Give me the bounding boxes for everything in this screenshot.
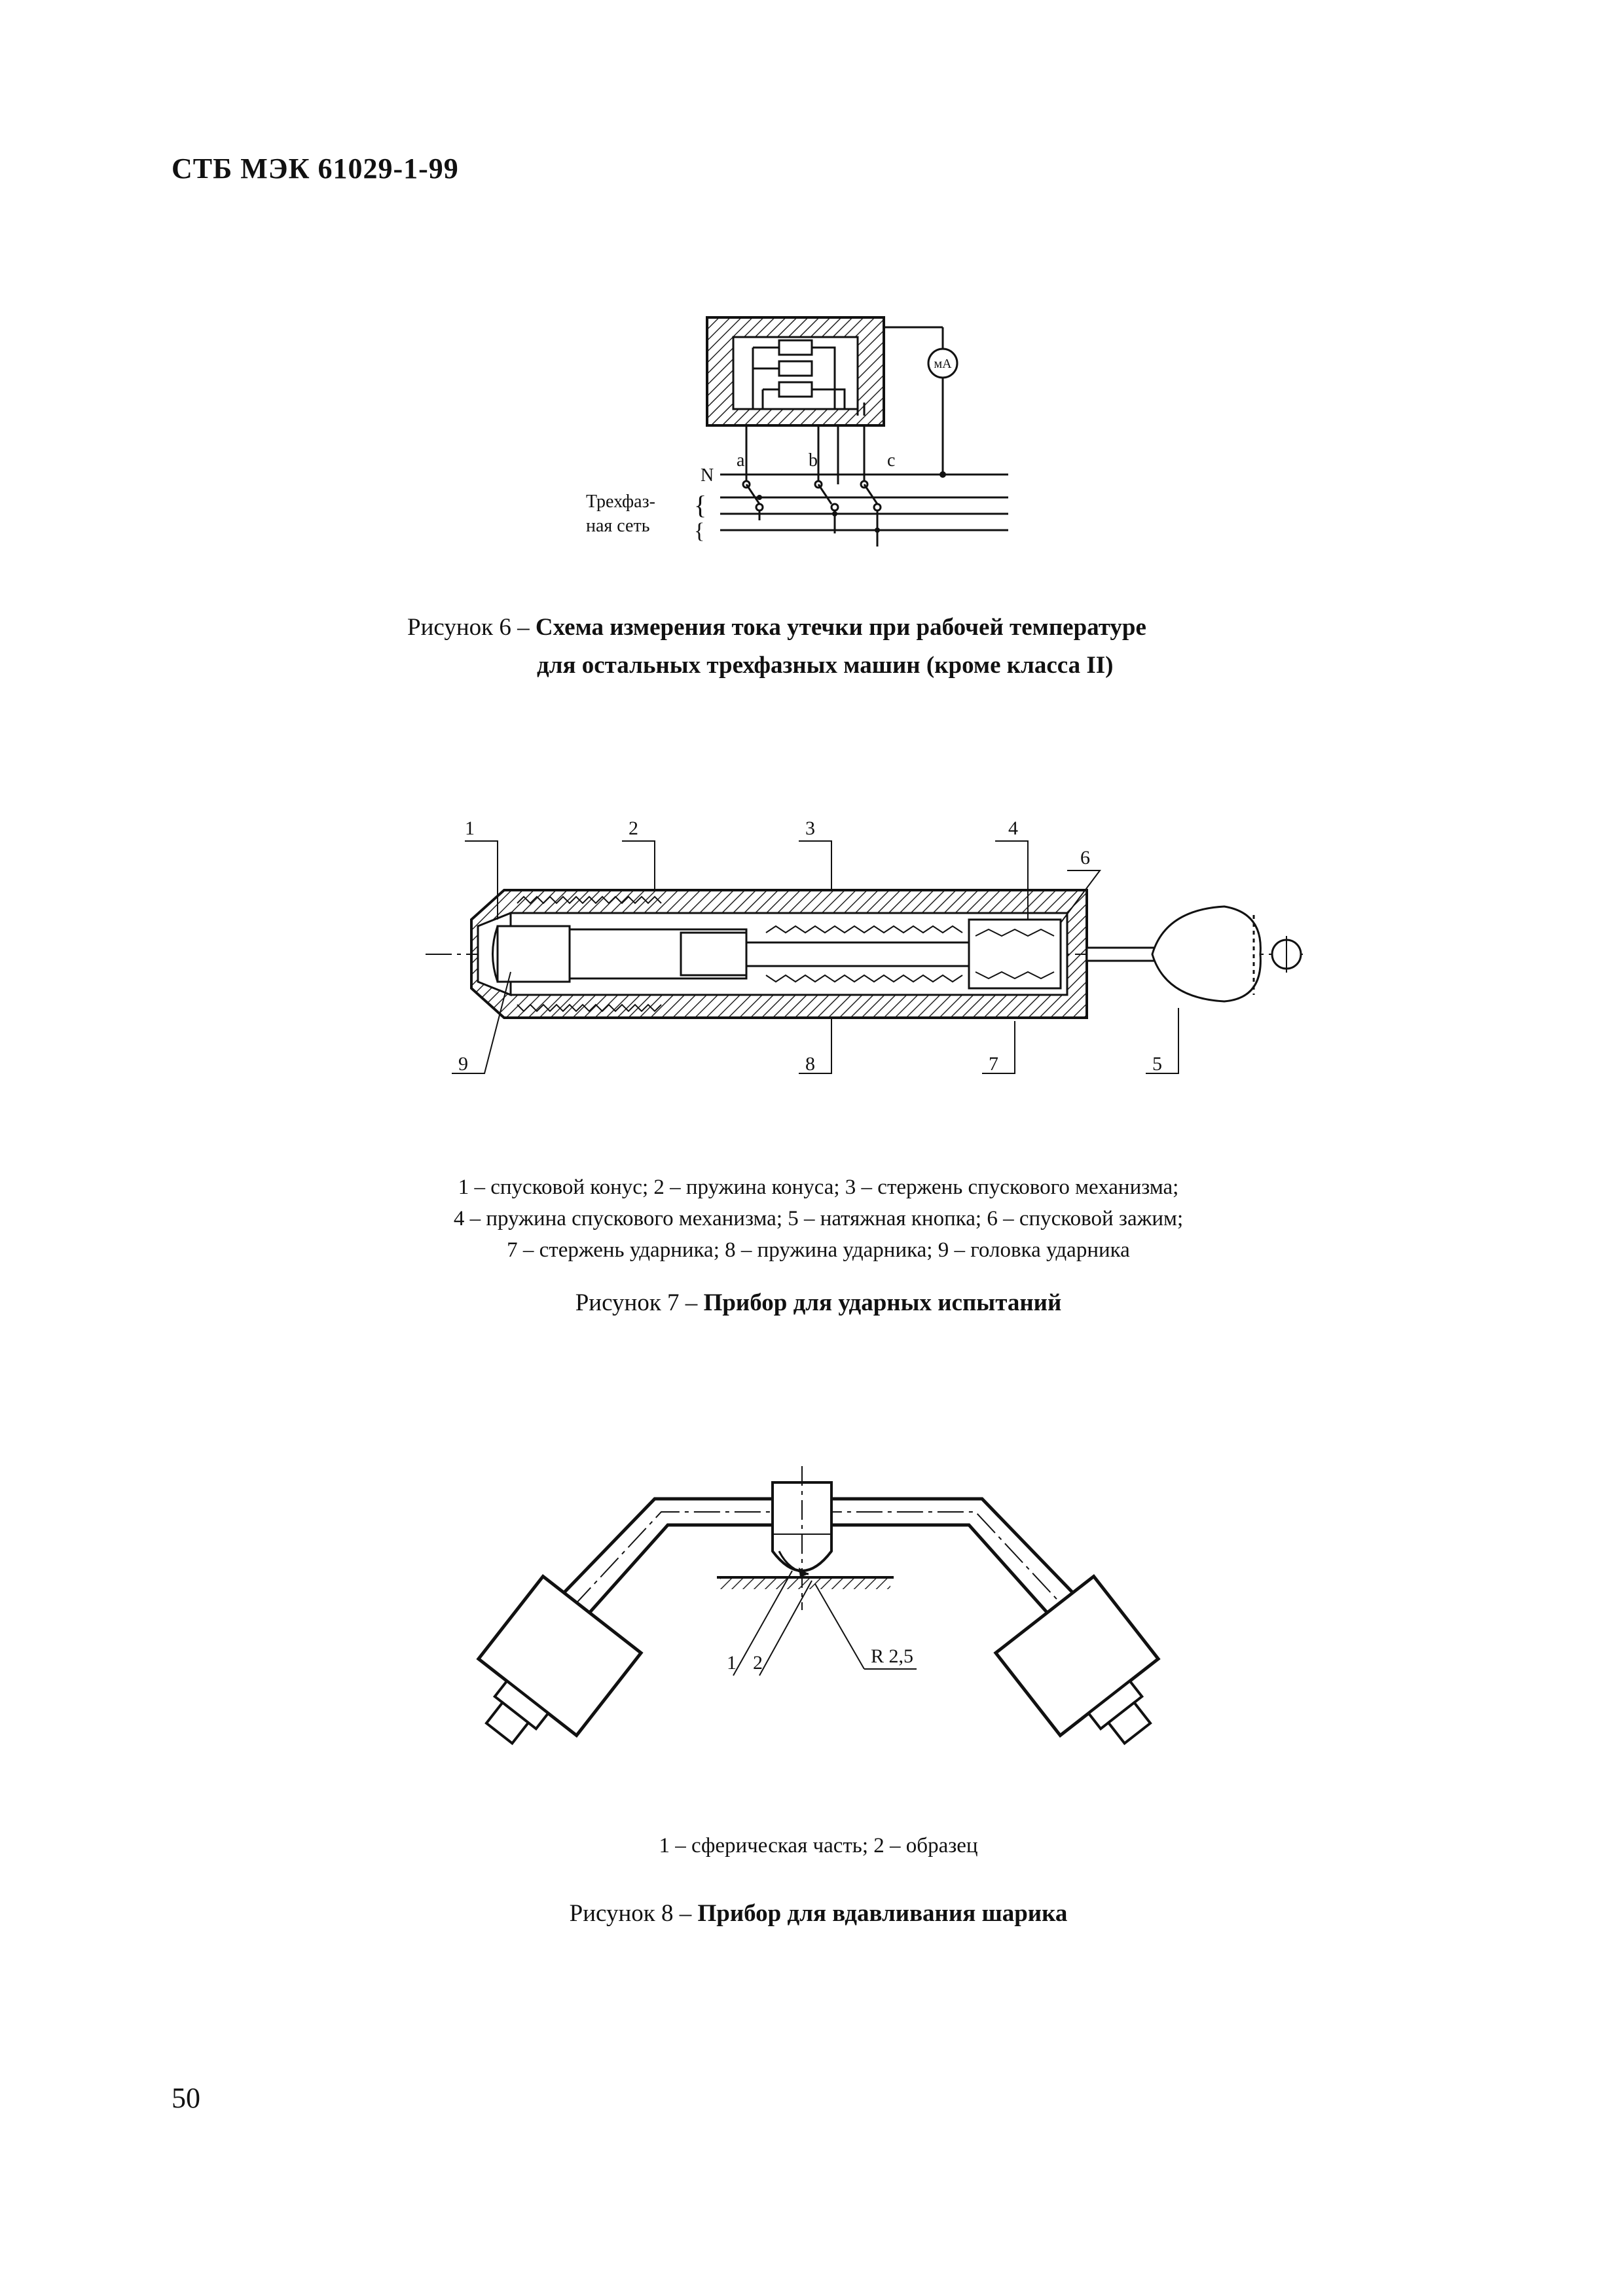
document-code: СТБ МЭК 61029-1-99 (172, 152, 459, 185)
figure-8-caption: Рисунок 8 – Прибор для вдавливания шарик… (569, 1900, 1068, 1927)
callout-9: 9 (458, 1053, 468, 1075)
figure-7-legend: 1 – спусковой конус; 2 – пружина конуса;… (262, 1172, 1375, 1266)
figure-6-caption: Рисунок 6 – Схема измерения тока утечки … (407, 614, 1146, 679)
legend-line: 1 – спусковой конус; 2 – пружина конуса;… (458, 1175, 1179, 1199)
figure-8-ball-pressure-apparatus: 1 2 R 2,5 (476, 1466, 1161, 1746)
svg-text:{: { (694, 490, 706, 520)
switch-a (745, 484, 761, 505)
trigger-spring (765, 925, 963, 934)
callout-4: 4 (1008, 817, 1018, 839)
svg-text:{: { (694, 519, 704, 543)
switch-b (817, 484, 833, 505)
striker-head (496, 925, 571, 983)
callout-1: 1 (727, 1652, 737, 1674)
right-weight (993, 1573, 1161, 1746)
specimen (720, 1577, 890, 1589)
cone-spring (517, 895, 662, 905)
neutral-label: N (701, 465, 714, 486)
winding-2 (778, 360, 813, 377)
callout-2: 2 (753, 1652, 763, 1674)
callout-1: 1 (465, 817, 475, 839)
figure-6-circuit-diagram: мА a b c N Трехфаз- ная сеть { { (586, 316, 1008, 547)
network-label-line1: Трехфаз- (586, 492, 655, 512)
winding-1 (778, 339, 813, 356)
page-number: 50 (172, 2082, 200, 2114)
callout-7: 7 (989, 1053, 998, 1075)
switch-c (863, 484, 879, 505)
switch-b-label: b (809, 450, 818, 471)
figure-7-impact-tester: 1 2 3 4 5 6 7 8 9 (426, 817, 1303, 1075)
tension-knob (1151, 905, 1262, 1003)
network-label-line2: ная сеть (586, 516, 650, 536)
legend-line: 4 – пружина спускового механизма; 5 – на… (453, 1207, 1184, 1230)
switch-a-label: a (737, 450, 745, 471)
callout-3: 3 (805, 817, 815, 839)
figure-8-legend: 1 – сферическая часть; 2 – образец (659, 1834, 978, 1857)
left-weight (476, 1573, 644, 1746)
callout-8: 8 (805, 1053, 815, 1075)
callout-5: 5 (1152, 1053, 1162, 1075)
radius-label: R 2,5 (871, 1645, 913, 1667)
legend-line: 7 – стержень ударника; 8 – пружина ударн… (507, 1238, 1130, 1262)
milliammeter-label: мА (934, 357, 952, 371)
winding-3 (778, 381, 813, 398)
switch-c-label: c (887, 450, 895, 471)
figure-7-caption: Рисунок 7 – Прибор для ударных испытаний (575, 1289, 1062, 1316)
callout-6: 6 (1080, 847, 1090, 869)
callout-2: 2 (629, 817, 638, 839)
